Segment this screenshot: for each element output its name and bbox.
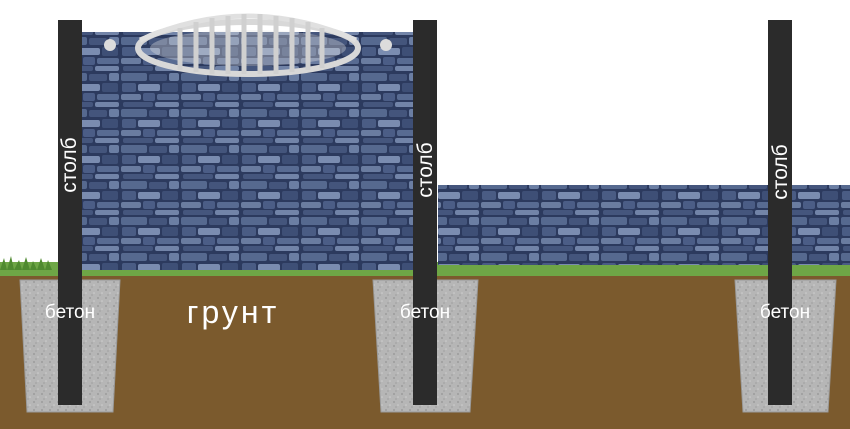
post-3 <box>768 20 792 405</box>
concrete-label-1: бетон <box>45 302 95 323</box>
post-label-3: столб <box>769 144 792 199</box>
soil-label: грунт <box>187 294 279 330</box>
post-1 <box>58 20 82 405</box>
concrete-label-2: бетон <box>400 302 450 323</box>
post-label-2: столб <box>414 142 437 197</box>
fence-panel-middle <box>438 185 768 265</box>
post-label-1: столб <box>58 137 81 192</box>
post-2 <box>413 20 437 405</box>
decorative-top-insert <box>104 13 392 77</box>
fence-panel-right <box>792 185 850 265</box>
fence-panel-left <box>80 13 415 270</box>
concrete-label-3: бетон <box>760 302 810 323</box>
